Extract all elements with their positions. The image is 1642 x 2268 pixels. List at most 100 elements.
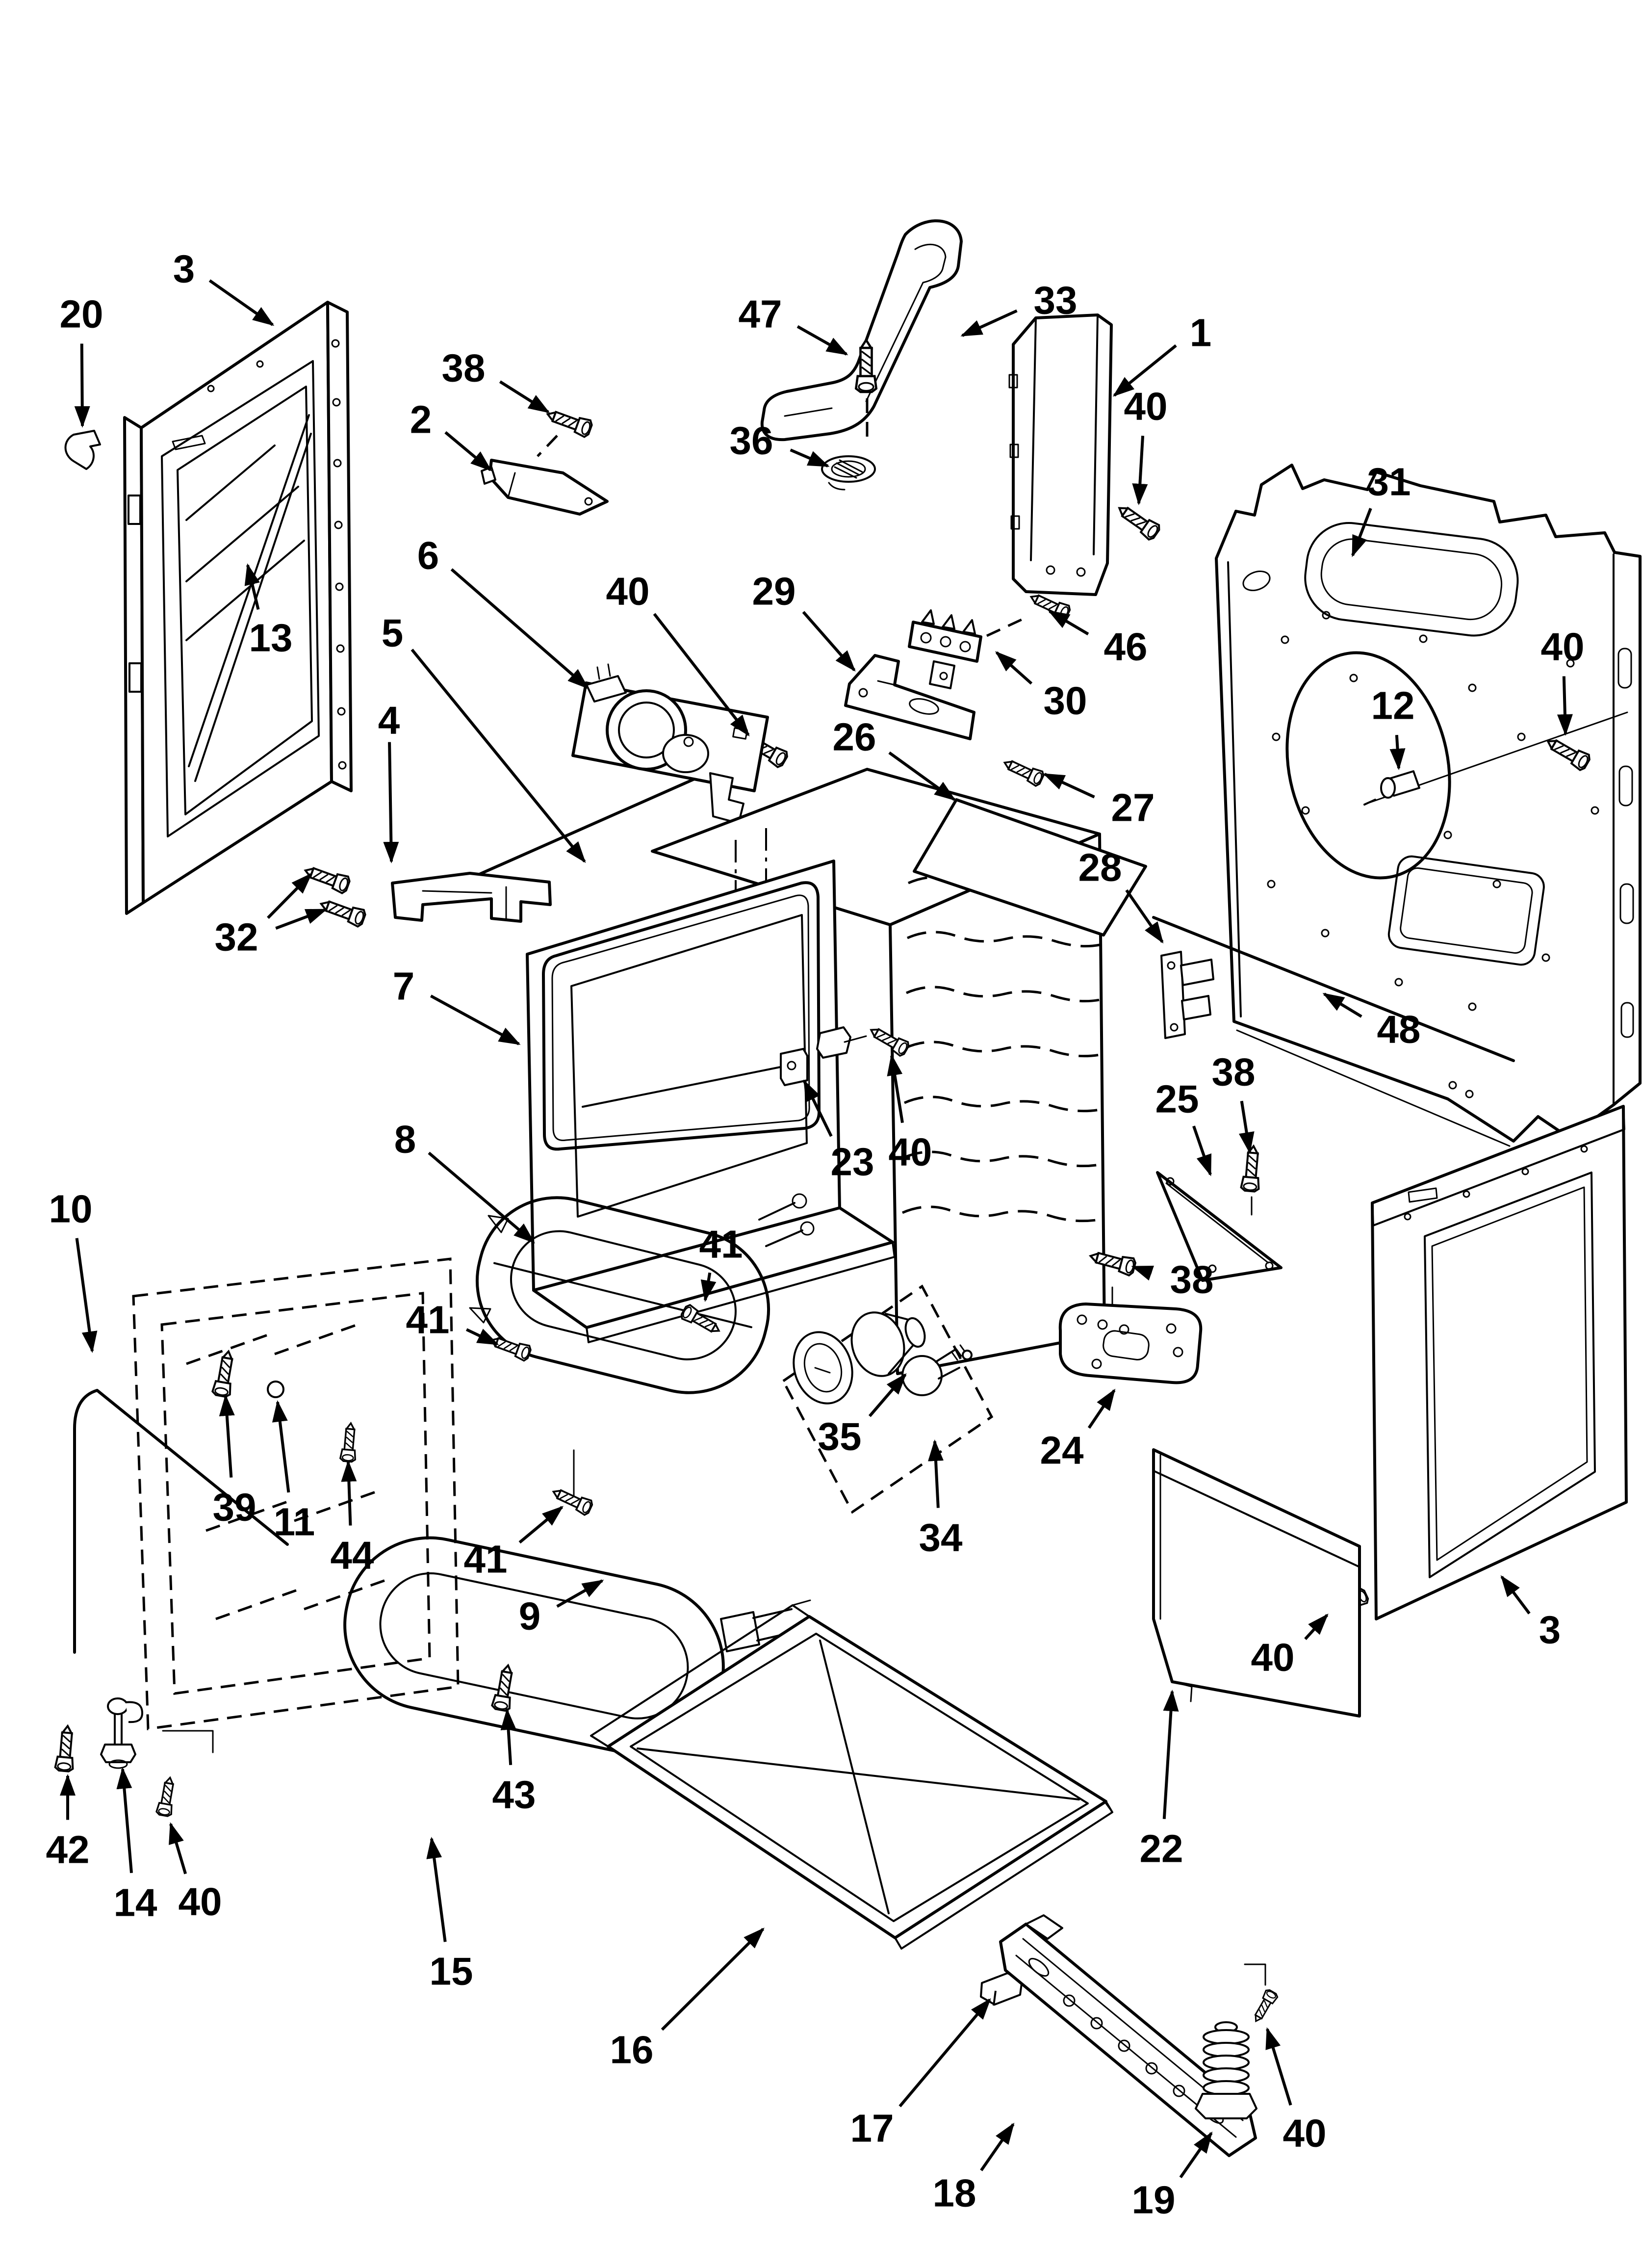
callout-24: 24 xyxy=(1040,1388,1116,1472)
callout-40g: 40 xyxy=(1251,1614,1329,1679)
part-number-label-40a: 40 xyxy=(1124,385,1168,428)
callout-arrow-41a xyxy=(700,1272,717,1302)
part-number-label-4: 4 xyxy=(378,699,400,742)
part-number-label-26: 26 xyxy=(833,715,876,759)
part-number-label-40f: 40 xyxy=(1283,2112,1327,2155)
callout-2: 2 xyxy=(410,398,492,471)
callout-40c: 40 xyxy=(606,570,750,737)
callout-arrow-25 xyxy=(1192,1125,1212,1176)
thermostat-23 xyxy=(582,1026,867,1108)
part-number-label-46: 46 xyxy=(1104,625,1148,669)
callout-31: 31 xyxy=(1351,460,1411,557)
callout-arrow-38c xyxy=(1131,1265,1155,1281)
leveling-bolt-19 xyxy=(1195,2021,1257,2119)
bracket-30 xyxy=(908,609,982,689)
part-number-label-36: 36 xyxy=(730,419,773,463)
screw-38a xyxy=(543,405,594,439)
callout-arrow-9 xyxy=(556,1579,604,1608)
callout-32: 32 xyxy=(215,873,328,959)
callout-40d: 40 xyxy=(887,1054,932,1174)
spacer-12 xyxy=(1363,711,1628,806)
callout-44: 44 xyxy=(331,1460,374,1577)
callout-40b: 40 xyxy=(1541,625,1584,736)
callout-arrow-32 xyxy=(275,908,328,930)
callout-arrow-47 xyxy=(796,325,848,356)
support-wire-48 xyxy=(1152,916,1515,1062)
plug-11 xyxy=(267,1381,284,1398)
callout-11: 11 xyxy=(272,1400,315,1544)
bracket-2 xyxy=(481,459,609,516)
part-number-label-23: 23 xyxy=(831,1140,874,1184)
part-number-label-5: 5 xyxy=(382,611,404,655)
callout-23: 23 xyxy=(803,1079,874,1184)
rear-access-panel-15 xyxy=(132,1257,460,1730)
part-number-label-33: 33 xyxy=(1034,279,1078,322)
callout-arrow-3b xyxy=(1500,1575,1531,1615)
part-number-label-31: 31 xyxy=(1367,460,1411,504)
callout-41a: 41 xyxy=(699,1223,743,1302)
callout-arrow-22 xyxy=(1162,1690,1179,1819)
callout-arrow-3 xyxy=(208,279,275,326)
hinge-slot-upper xyxy=(128,495,141,525)
callout-25: 25 xyxy=(1155,1077,1212,1176)
part-number-label-10: 10 xyxy=(49,1187,93,1231)
callout-arrow-33 xyxy=(960,309,1018,337)
broil-element-8 xyxy=(469,1193,815,1502)
part-number-label-32: 32 xyxy=(215,915,258,959)
callout-3: 3 xyxy=(173,247,275,326)
vent-trim-33 xyxy=(760,219,963,442)
screw-44 xyxy=(339,1422,359,1463)
screw-43 xyxy=(490,1663,518,1713)
part-number-label-40c: 40 xyxy=(606,570,650,613)
part-number-label-22: 22 xyxy=(1140,1827,1183,1871)
part-number-label-42: 42 xyxy=(46,1828,90,1872)
callout-arrow-44 xyxy=(341,1460,357,1526)
part-number-label-15: 15 xyxy=(430,1950,473,1993)
callout-43: 43 xyxy=(492,1708,536,1817)
callout-arrow-14 xyxy=(116,1767,133,1874)
part-number-label-40d: 40 xyxy=(889,1130,932,1174)
part-number-label-38b: 38 xyxy=(1212,1050,1256,1094)
rear-filler-panel-1 xyxy=(1008,313,1113,596)
callout-arrow-15 xyxy=(426,1837,447,1942)
callout-39: 39 xyxy=(213,1394,256,1529)
callout-28: 28 xyxy=(1078,846,1164,944)
callout-arrow-30 xyxy=(995,651,1033,685)
callout-10: 10 xyxy=(49,1187,98,1353)
callout-36: 36 xyxy=(730,419,830,468)
screw-38b xyxy=(1240,1144,1263,1193)
callout-arrow-39 xyxy=(219,1394,235,1478)
callout-arrow-18 xyxy=(980,2122,1015,2171)
callout-9: 9 xyxy=(519,1579,604,1638)
screw-40f xyxy=(1249,1987,1280,2026)
callout-arrow-48 xyxy=(1322,992,1362,1018)
door-glass xyxy=(177,386,313,815)
callout-48: 48 xyxy=(1322,992,1420,1051)
oven-bulb-35 xyxy=(901,1344,973,1396)
callout-41c: 41 xyxy=(464,1506,564,1581)
screw-39 xyxy=(211,1349,238,1399)
callout-arrow-24 xyxy=(1087,1388,1116,1429)
callout-arrow-40a xyxy=(1132,436,1148,505)
callout-arrow-4 xyxy=(383,742,399,863)
callout-arrow-41c xyxy=(518,1506,564,1544)
part-number-label-16: 16 xyxy=(610,2028,654,2072)
callout-arrow-10 xyxy=(75,1238,98,1353)
callout-40a: 40 xyxy=(1124,385,1168,505)
callout-arrow-6 xyxy=(450,568,590,689)
callout-arrow-27 xyxy=(1043,773,1095,799)
callout-arrow-38a xyxy=(499,380,550,414)
callout-4: 4 xyxy=(378,699,400,863)
part-number-label-24: 24 xyxy=(1040,1429,1084,1472)
callout-30: 30 xyxy=(995,651,1087,723)
part-number-label-41b: 41 xyxy=(406,1298,450,1342)
callout-arrow-17 xyxy=(898,1998,991,2108)
part-number-label-43: 43 xyxy=(492,1773,536,1817)
callout-29: 29 xyxy=(752,570,856,672)
callout-arrow-41b xyxy=(465,1328,499,1346)
callout-20: 20 xyxy=(60,292,103,428)
callout-1: 1 xyxy=(1112,311,1211,397)
grommet-36 xyxy=(821,455,876,491)
